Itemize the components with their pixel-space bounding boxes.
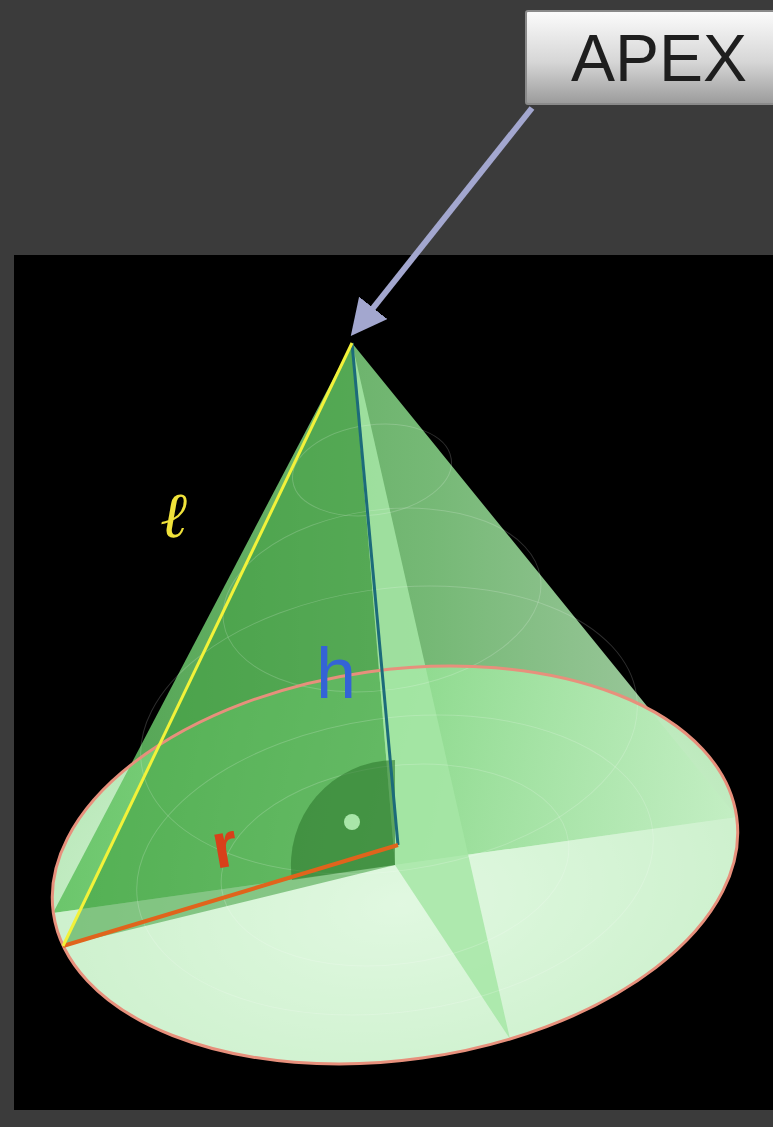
callout-text: APEX [571, 25, 773, 91]
height-label: h [316, 632, 356, 714]
callout-box: APEX [525, 10, 773, 105]
slant-height-label: ℓ [160, 478, 187, 553]
